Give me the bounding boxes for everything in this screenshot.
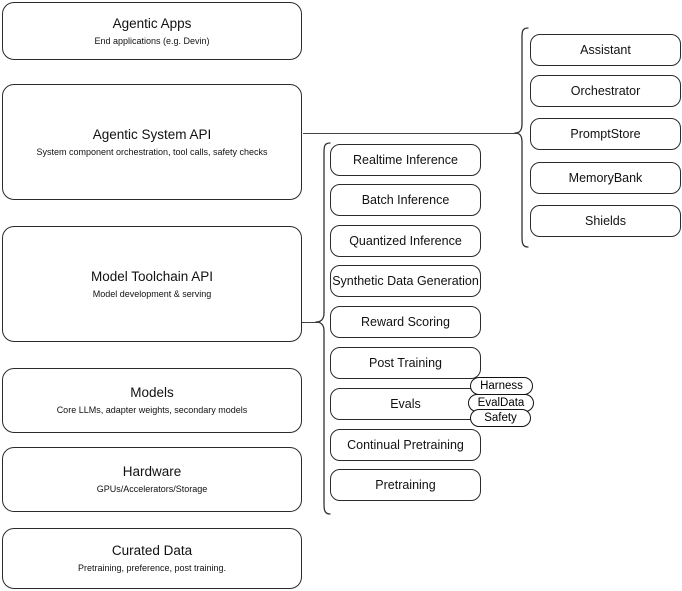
capability-label: Post Training — [369, 355, 442, 370]
capability-reward-scoring[interactable]: Reward Scoring — [330, 306, 481, 338]
layer-subtitle: Pretraining, preference, post training. — [77, 563, 227, 573]
system-component-promptstore[interactable]: PromptStore — [530, 118, 681, 150]
capability-label: Pretraining — [375, 477, 436, 492]
capability-realtime-inference[interactable]: Realtime Inference — [330, 144, 481, 176]
layer-models[interactable]: Models Core LLMs, adapter weights, secon… — [2, 368, 302, 433]
layer-subtitle: Model development & serving — [92, 288, 212, 299]
layer-title: Curated Data — [111, 543, 193, 558]
layer-subtitle: Core LLMs, adapter weights, secondary mo… — [56, 405, 248, 415]
capability-label: Reward Scoring — [361, 314, 450, 329]
capability-synthetic-data-generation[interactable]: Synthetic Data Generation — [330, 265, 481, 297]
system-component-label: MemoryBank — [568, 170, 643, 185]
system-component-orchestrator[interactable]: Orchestrator — [530, 75, 681, 107]
brace-toolchain-capabilities — [315, 141, 331, 517]
evals-subcomponent-harness[interactable]: Harness — [470, 377, 533, 395]
capability-label: Synthetic Data Generation — [332, 273, 479, 288]
layer-agentic-apps[interactable]: Agentic Apps End applications (e.g. Devi… — [2, 2, 302, 60]
capability-label: Evals — [390, 396, 421, 411]
capability-label: Quantized Inference — [349, 233, 462, 248]
capability-pretraining[interactable]: Pretraining — [330, 469, 481, 501]
layer-hardware[interactable]: Hardware GPUs/Accelerators/Storage — [2, 447, 302, 512]
system-component-memorybank[interactable]: MemoryBank — [530, 162, 681, 194]
connector-model-toolchain-api-to-capabilities — [302, 322, 318, 324]
layer-curated-data[interactable]: Curated Data Pretraining, preference, po… — [2, 528, 302, 589]
connector-agentic-system-api-to-components — [303, 133, 517, 135]
layer-subtitle: End applications (e.g. Devin) — [94, 35, 210, 46]
evals-subcomponent-label: EvalData — [477, 396, 525, 409]
capability-continual-pretraining[interactable]: Continual Pretraining — [330, 429, 481, 461]
layer-title: Model Toolchain API — [90, 268, 214, 284]
layer-title: Agentic Apps — [112, 15, 192, 31]
system-component-label: Shields — [585, 213, 626, 228]
capability-batch-inference[interactable]: Batch Inference — [330, 184, 481, 216]
system-component-label: Orchestrator — [570, 83, 641, 98]
capability-label: Realtime Inference — [353, 152, 458, 167]
brace-agentic-system-components — [514, 26, 530, 250]
layer-subtitle: GPUs/Accelerators/Storage — [96, 484, 208, 494]
system-component-label: PromptStore — [570, 126, 641, 141]
system-component-label: Assistant — [580, 42, 631, 57]
capability-post-training[interactable]: Post Training — [330, 347, 481, 379]
layer-title: Models — [130, 385, 174, 400]
evals-subcomponent-safety[interactable]: Safety — [470, 409, 531, 427]
capability-evals[interactable]: Evals — [330, 388, 481, 420]
capability-label: Batch Inference — [361, 192, 450, 207]
layer-subtitle: System component orchestration, tool cal… — [36, 146, 268, 157]
layer-title: Agentic System API — [92, 126, 212, 142]
layer-title: Hardware — [122, 464, 182, 479]
system-component-assistant[interactable]: Assistant — [530, 34, 681, 66]
capability-label: Continual Pretraining — [347, 437, 464, 452]
capability-quantized-inference[interactable]: Quantized Inference — [330, 225, 481, 257]
system-component-shields[interactable]: Shields — [530, 205, 681, 237]
evals-subcomponent-label: Safety — [484, 411, 517, 424]
layer-agentic-system-api[interactable]: Agentic System API System component orch… — [2, 84, 302, 200]
evals-subcomponent-label: Harness — [480, 379, 523, 392]
layer-model-toolchain-api[interactable]: Model Toolchain API Model development & … — [2, 226, 302, 342]
